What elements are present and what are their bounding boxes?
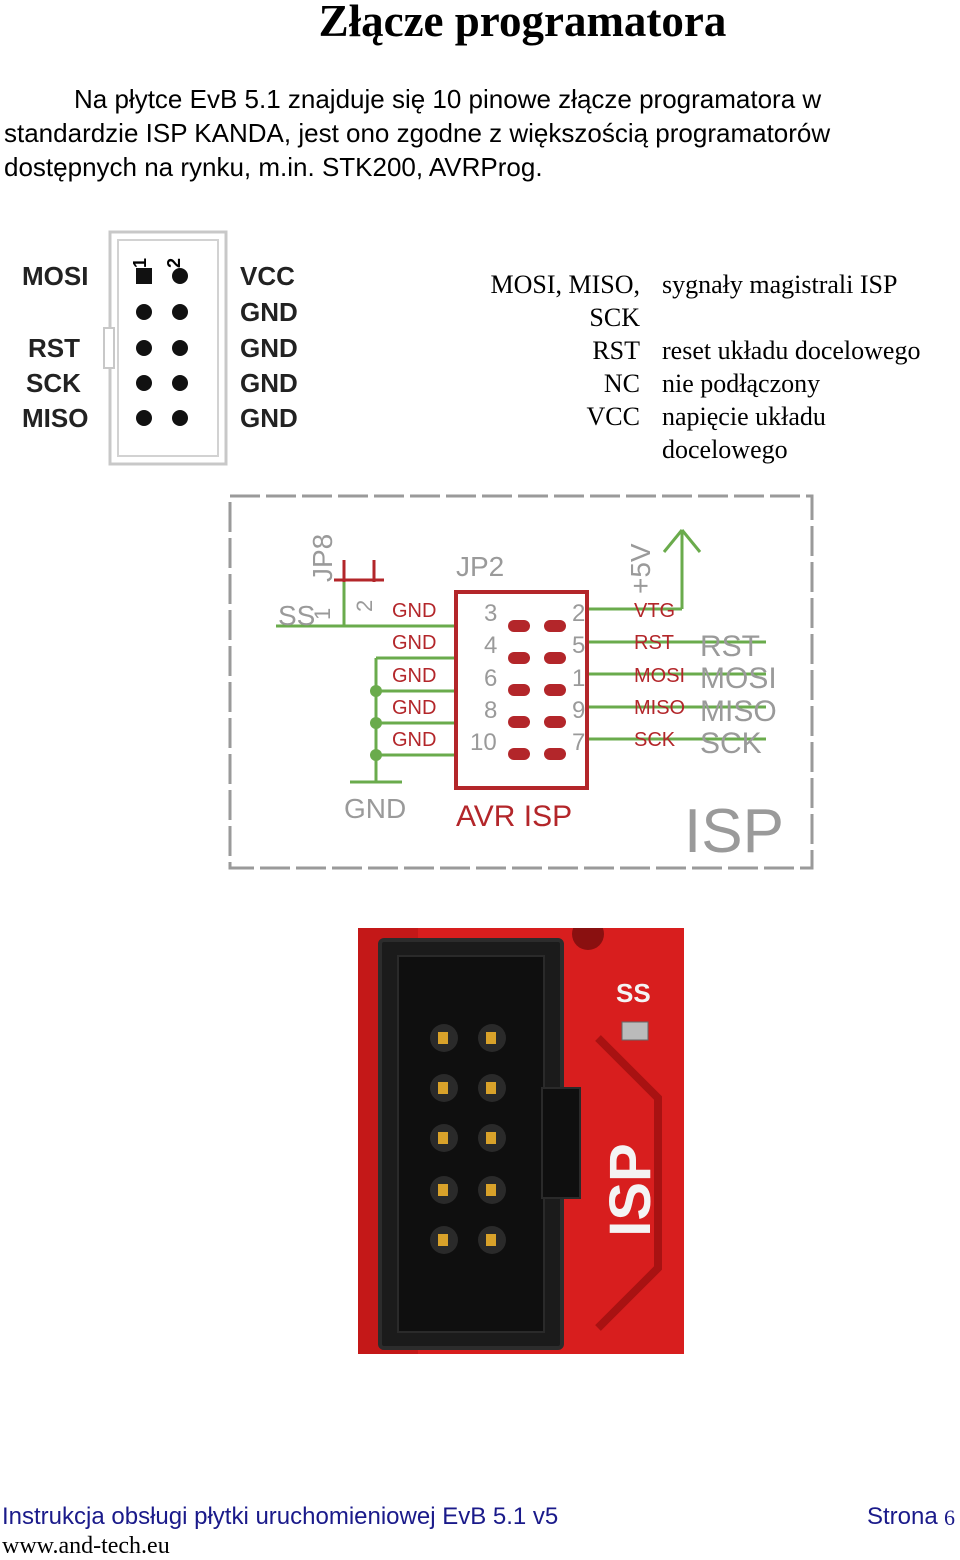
signal-vtg: VTG (634, 600, 675, 622)
pin-8: 8 (484, 697, 497, 724)
pinout-rst-label: RST (28, 333, 80, 363)
footer-page-label: Strona (867, 1503, 938, 1530)
legend-key-isp-cont: SCK (589, 303, 640, 332)
gnd-pin-label-3: GND (392, 665, 436, 687)
pin-1-number: 1 (130, 258, 150, 268)
gnd-pin-label-2: GND (392, 632, 436, 654)
intro-line-2: standardzie ISP KANDA, jest ono zgodne z… (4, 118, 831, 148)
pin-5: 5 (572, 632, 585, 659)
pin-10: 10 (470, 729, 497, 756)
gnd-symbol-label: GND (344, 793, 406, 824)
legend-value-rst: reset układu docelowego (662, 336, 921, 365)
pinout-gnd-label-2: GND (240, 333, 298, 363)
avr-isp-label: AVR ISP (456, 800, 572, 833)
pin-2: 2 (572, 600, 585, 627)
isp-block-label: ISP (684, 797, 784, 866)
pin-4: 4 (484, 632, 497, 659)
footer-website: www.and-tech.eu (2, 1533, 170, 1559)
plus5v-label: +5V (625, 543, 656, 594)
page-title: Złącze programatora (318, 0, 727, 46)
signal-rst: RST (634, 632, 674, 654)
legend-value-isp: sygnały magistrali ISP (662, 270, 898, 299)
photo-ss-label: SS (616, 978, 651, 1008)
connector-pinout-diagram: 1 2 MOSI RST SCK MISO VCC GND GND GND GN… (22, 230, 298, 466)
intro-line-1: Na płytce EvB 5.1 znajduje się 10 pinowe… (74, 84, 822, 114)
pin-3: 3 (484, 600, 497, 627)
net-sck: SCK (700, 727, 762, 760)
gnd-pin-label-4: GND (392, 697, 436, 719)
jp8-pin2: 2 (352, 600, 377, 612)
legend-key-isp: MOSI, MISO, (490, 270, 640, 299)
pin-2-number: 2 (164, 258, 184, 268)
pinout-gnd-label-1: GND (240, 297, 298, 327)
legend-key-nc: NC (603, 369, 640, 398)
gnd-pin-label-5: GND (392, 729, 436, 751)
signal-legend: MOSI, MISO, SCK sygnały magistrali ISP R… (0, 268, 960, 468)
footer-page-number: 6 (944, 1505, 955, 1530)
intro-line-3: dostępnych na rynku, m.in. STK200, AVRPr… (4, 152, 543, 182)
pin-1: 1 (572, 665, 585, 692)
net-rst: RST (700, 630, 760, 663)
legend-key-rst: RST (592, 336, 640, 365)
pin-7: 7 (572, 729, 585, 756)
isp-schematic: JP8 1 2 SS JP2 +5V 3 4 6 8 10 2 5 1 9 7 … (228, 494, 814, 870)
signal-mosi: MOSI (634, 665, 685, 687)
signal-sck: SCK (634, 729, 676, 751)
net-miso: MISO (700, 695, 777, 728)
pinout-gnd-label-4: GND (240, 403, 298, 433)
footer-document-title: Instrukcja obsługi płytki uruchomieniowe… (2, 1503, 559, 1530)
pin-6: 6 (484, 665, 497, 692)
signal-miso: MISO (634, 697, 685, 719)
intro-paragraph: Na płytce EvB 5.1 znajduje się 10 pinowe… (4, 82, 954, 184)
ss-label: SS (278, 600, 315, 631)
pinout-gnd-label-3: GND (240, 368, 298, 398)
photo-isp-label: ISP (598, 1143, 663, 1237)
pinout-miso-label: MISO (22, 403, 88, 433)
isp-connector-photo: SS ISP (358, 928, 684, 1354)
legend-key-vcc: VCC (586, 402, 640, 431)
legend-value-vcc-cont: docelowego (662, 435, 788, 464)
jp8-pin1: 1 (310, 608, 335, 620)
pin-9: 9 (572, 697, 585, 724)
jp2-label: JP2 (456, 551, 504, 582)
pinout-mosi-label: MOSI (22, 261, 88, 291)
jp8-label: JP8 (307, 534, 338, 582)
legend-value-nc: nie podłączony (662, 369, 821, 398)
gnd-pin-label-1: GND (392, 600, 436, 622)
pinout-vcc-label: VCC (240, 261, 295, 291)
legend-value-vcc: napięcie układu (662, 402, 826, 431)
pin-1-square (136, 268, 152, 284)
pinout-sck-label: SCK (26, 368, 81, 398)
net-mosi: MOSI (700, 662, 777, 695)
